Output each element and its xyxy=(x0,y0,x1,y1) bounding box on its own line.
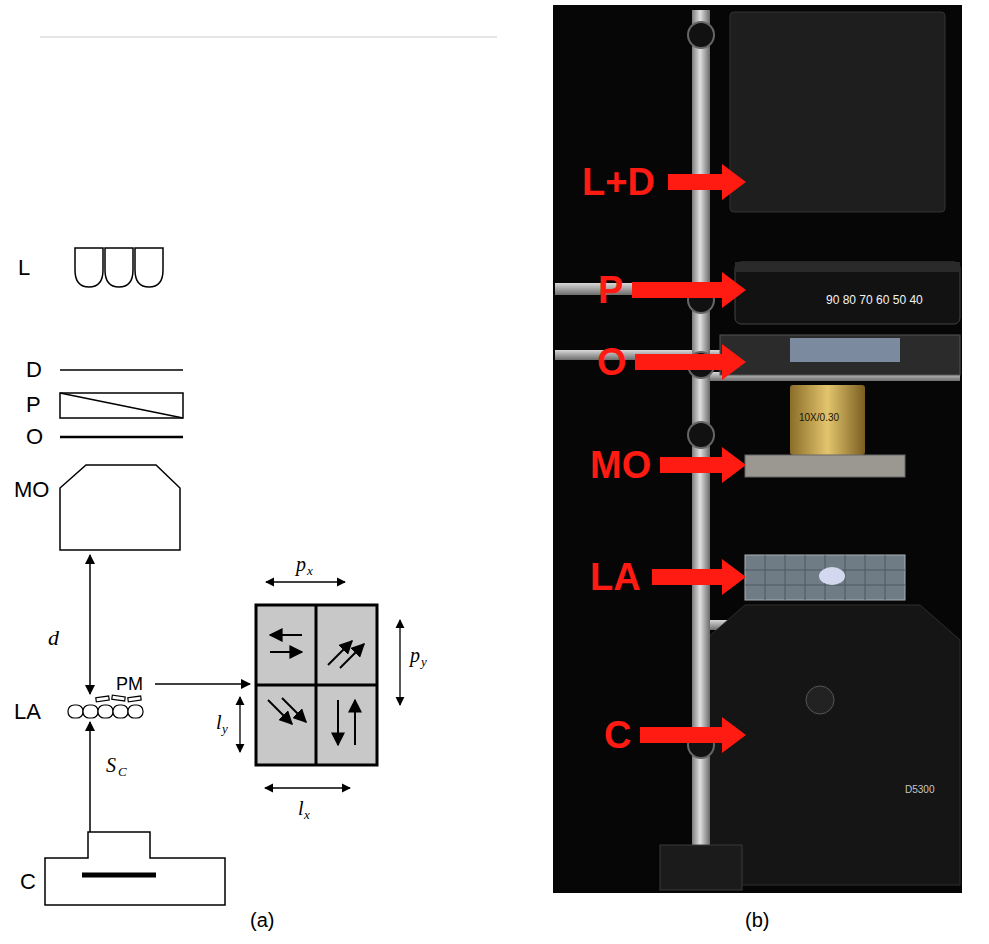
leader-arrow xyxy=(155,683,250,685)
part-label: C xyxy=(20,871,36,893)
pol-arrow xyxy=(282,698,306,722)
distance-arrow xyxy=(89,555,91,694)
pointer-arrow xyxy=(640,717,746,753)
dimension-subscript: y xyxy=(222,722,228,735)
lenslet-grid xyxy=(745,555,905,600)
pol-mask xyxy=(128,696,141,702)
led-symbol xyxy=(135,248,163,287)
camera-model: D5300 xyxy=(905,785,934,795)
photo-label: MO xyxy=(590,446,651,484)
panel-label: (b) xyxy=(745,910,769,930)
lenslet-array xyxy=(68,705,143,718)
photo-label: P xyxy=(598,271,623,309)
part-label: P xyxy=(26,394,41,416)
led-symbol xyxy=(75,248,103,287)
photo-label: O xyxy=(597,343,627,381)
objective-marking: 10X/0.30 xyxy=(799,413,839,423)
sample-slide xyxy=(790,338,900,362)
dimension-label: l xyxy=(216,712,222,732)
pol-arrow xyxy=(354,700,356,745)
dimension-label: S xyxy=(106,755,116,775)
part-label: L xyxy=(18,257,30,279)
grid-box xyxy=(256,605,377,765)
pol-arrow xyxy=(340,644,364,668)
object-line xyxy=(60,436,183,439)
objective-lens xyxy=(790,385,865,455)
objective-symbol xyxy=(60,465,180,550)
pol-arrow xyxy=(328,641,352,665)
diffuser-line xyxy=(60,369,183,371)
dimension-subscript: C xyxy=(118,765,127,778)
rod-base xyxy=(660,845,742,890)
grid-line xyxy=(256,684,377,687)
lenslet xyxy=(98,705,113,718)
camera-dial xyxy=(806,686,834,714)
part-label: LA xyxy=(14,701,41,723)
dimension-label: p xyxy=(296,554,306,574)
setup-photo xyxy=(553,5,962,893)
photo-label: LA xyxy=(590,558,641,596)
part-label: MO xyxy=(14,479,49,501)
lenslet xyxy=(68,705,83,718)
pointer-arrow xyxy=(635,344,746,380)
polarizer-box xyxy=(60,393,183,418)
led-symbol xyxy=(105,248,133,287)
pol-mask xyxy=(112,695,125,701)
rule-line xyxy=(40,37,497,38)
dimension-arrow xyxy=(265,787,350,788)
pol-arrow xyxy=(270,634,302,636)
pol-arrow xyxy=(270,651,302,653)
photo-label: C xyxy=(604,716,631,754)
dimension-subscript: x xyxy=(307,564,313,577)
sensor-spot xyxy=(819,567,845,585)
pointer-arrow xyxy=(660,447,746,483)
led-symbols xyxy=(75,248,163,287)
camera-symbol xyxy=(45,832,225,905)
part-label: PM xyxy=(116,675,143,693)
rod-clamps xyxy=(688,22,714,758)
sensor-line xyxy=(82,873,156,878)
polarizer-rim xyxy=(735,262,960,272)
objective-plate xyxy=(745,455,905,477)
photo-background xyxy=(553,5,962,893)
part-label: D xyxy=(26,359,42,381)
pointer-arrow xyxy=(668,164,746,200)
lenslet-plate xyxy=(745,555,905,600)
dimension-label: l xyxy=(298,798,304,818)
camera-body xyxy=(705,605,960,885)
pol-mask xyxy=(96,696,109,702)
lenslet xyxy=(128,705,143,718)
pol-masks xyxy=(96,695,141,702)
dimension-subscript: y xyxy=(421,655,427,668)
lenslet xyxy=(113,705,128,718)
pixel-grid xyxy=(240,582,400,788)
rod-clamp xyxy=(688,422,714,448)
lenslet xyxy=(83,705,98,718)
scale-numbers: 90 80 70 60 50 40 xyxy=(826,294,923,306)
dimension-subscript: x xyxy=(304,808,310,821)
panel-label: (a) xyxy=(250,910,274,930)
dimension-label: p xyxy=(410,645,420,665)
dimension-arrow xyxy=(399,620,400,705)
dimension-arrow xyxy=(239,697,240,752)
pol-arrows xyxy=(268,635,364,745)
polarizer-ring xyxy=(735,262,960,324)
dimension-label: d xyxy=(48,627,59,649)
polarizer-diagonal xyxy=(60,393,183,418)
dimension-arrow xyxy=(266,581,345,582)
pointer-arrow xyxy=(632,272,746,308)
rod-clamp xyxy=(688,22,714,48)
pol-arrow xyxy=(337,700,339,745)
photo-label: L+D xyxy=(582,163,655,201)
light-box xyxy=(730,12,945,212)
object-stage xyxy=(720,335,960,375)
part-label: O xyxy=(26,426,43,448)
pointer-arrow xyxy=(652,559,746,595)
